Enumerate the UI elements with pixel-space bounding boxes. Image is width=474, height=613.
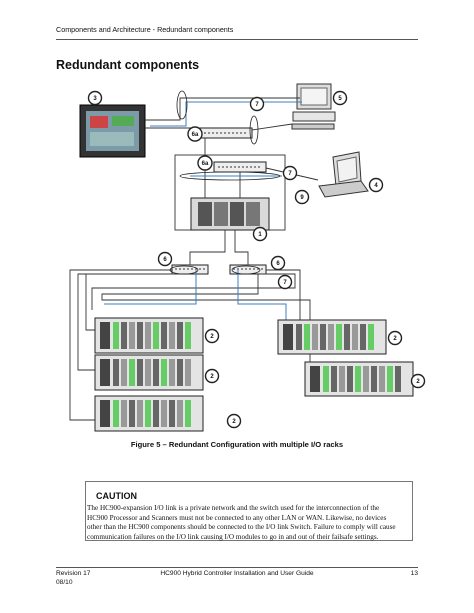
callout-7-bottom: 7 bbox=[277, 274, 293, 290]
caution-line: HC900 Processor and Scanners must not be… bbox=[87, 513, 387, 522]
callout-2-rack1: 2 bbox=[204, 328, 220, 344]
callout-7-mid: 7 bbox=[282, 165, 298, 181]
footer-rule bbox=[56, 567, 418, 568]
header-rule bbox=[56, 39, 418, 40]
callout-6-right: 6 bbox=[270, 255, 286, 271]
io-rack-3 bbox=[94, 395, 204, 432]
callout-2-rack3-label: 2 bbox=[232, 419, 236, 425]
callout-2-rack4-label: 2 bbox=[393, 336, 397, 342]
network-switch-6a-lower bbox=[213, 161, 267, 173]
callout-7-mid-label: 7 bbox=[288, 171, 292, 177]
callout-2-rack5-label: 2 bbox=[416, 379, 420, 385]
caution-title: CAUTION bbox=[96, 491, 137, 501]
footer-revision: Revision 17 bbox=[56, 570, 91, 577]
caution-line: other than the HC900 components should b… bbox=[87, 523, 396, 532]
callout-5: 5 bbox=[332, 90, 348, 106]
redundant-controller-rack bbox=[190, 197, 270, 231]
callout-2-rack5: 2 bbox=[410, 373, 426, 389]
callout-6a-upper: 6a bbox=[187, 126, 203, 142]
callout-6a-upper-label: 6a bbox=[192, 132, 199, 138]
page-header-text: Components and Architecture - Redundant … bbox=[56, 25, 234, 34]
network-cables bbox=[69, 97, 319, 421]
callout-6-right-label: 6 bbox=[276, 261, 280, 267]
callout-9: 9 bbox=[294, 189, 310, 205]
callout-6-left-label: 6 bbox=[163, 257, 167, 263]
callout-1: 1 bbox=[252, 226, 268, 242]
section-title: Redundant components bbox=[56, 58, 200, 72]
io-rack-4 bbox=[277, 319, 387, 355]
caution-box bbox=[85, 481, 413, 541]
callout-2-rack2: 2 bbox=[204, 368, 220, 384]
callout-4: 4 bbox=[368, 177, 384, 193]
desktop-pc bbox=[291, 83, 336, 130]
callout-5-label: 5 bbox=[338, 96, 342, 102]
network-switch-6a-upper bbox=[199, 127, 253, 139]
callout-4-label: 4 bbox=[374, 183, 378, 189]
callout-6a-lower: 6a bbox=[197, 155, 213, 171]
caution-body: The HC900-expansion I/O link is a privat… bbox=[87, 504, 411, 542]
caution-line: The HC900-expansion I/O link is a privat… bbox=[87, 504, 380, 512]
figure-caption: Figure 5 – Redundant Configuration with … bbox=[130, 440, 344, 449]
callout-7-bottom-label: 7 bbox=[283, 280, 287, 286]
callout-2-rack3: 2 bbox=[226, 413, 242, 429]
footer-guide-title: HC900 Hybrid Controller Installation and… bbox=[160, 570, 314, 577]
laptop-pc bbox=[318, 151, 369, 198]
callout-3: 3 bbox=[87, 90, 103, 106]
network-cables-blue bbox=[104, 101, 302, 330]
callout-7-top: 7 bbox=[249, 96, 265, 112]
io-rack-5 bbox=[304, 361, 414, 397]
caution-line: communication failures on the I/O link c… bbox=[87, 532, 379, 541]
callout-9-label: 9 bbox=[300, 195, 304, 201]
io-rack-2 bbox=[94, 354, 204, 391]
footer-left: Revision 17 08/10 bbox=[56, 570, 90, 587]
footer-date: 08/10 bbox=[56, 578, 73, 586]
cable-loops bbox=[169, 90, 281, 275]
callout-6a-lower-label: 6a bbox=[202, 161, 209, 167]
callout-7-top-label: 7 bbox=[255, 102, 259, 108]
callout-2-rack4: 2 bbox=[387, 330, 403, 346]
callout-3-label: 3 bbox=[93, 96, 97, 102]
callout-6-left: 6 bbox=[157, 251, 173, 267]
callout-2-rack2-label: 2 bbox=[210, 374, 214, 380]
callout-1-label: 1 bbox=[258, 232, 262, 238]
footer-page-number: 13 bbox=[410, 570, 418, 577]
io-rack-1 bbox=[94, 317, 204, 354]
callout-2-rack1-label: 2 bbox=[210, 334, 214, 340]
operator-interface-panel bbox=[79, 104, 146, 158]
